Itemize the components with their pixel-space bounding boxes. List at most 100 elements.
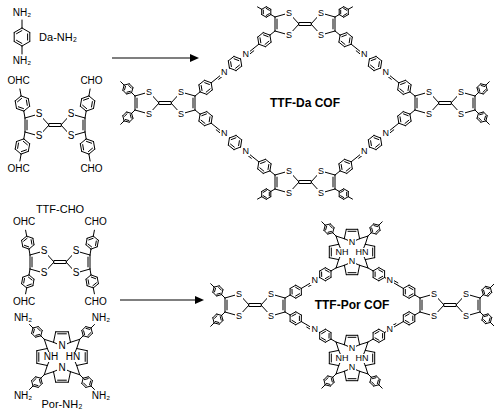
bond bbox=[121, 121, 124, 124]
bond bbox=[348, 337, 356, 338]
bond bbox=[80, 106, 86, 111]
bond bbox=[401, 83, 406, 85]
bond bbox=[331, 248, 332, 256]
bond bbox=[370, 141, 372, 146]
bond bbox=[33, 329, 34, 333]
bond bbox=[473, 98, 474, 108]
bond bbox=[85, 118, 86, 132]
bond bbox=[349, 38, 351, 43]
bond bbox=[83, 336, 88, 337]
bond bbox=[87, 141, 92, 143]
bond bbox=[261, 191, 262, 196]
bond bbox=[403, 288, 404, 295]
bond bbox=[227, 300, 228, 310]
bond bbox=[34, 385, 38, 386]
bond bbox=[87, 236, 93, 238]
bond bbox=[86, 328, 90, 329]
bond bbox=[398, 322, 403, 325]
bond bbox=[82, 378, 83, 383]
bond bbox=[420, 298, 421, 312]
bond bbox=[319, 333, 320, 340]
bond bbox=[130, 115, 132, 119]
bond bbox=[336, 236, 339, 244]
atom-label: S bbox=[457, 110, 465, 119]
bond bbox=[236, 135, 242, 140]
atom-label: N bbox=[348, 344, 357, 353]
bond bbox=[358, 265, 360, 274]
atom-label: N bbox=[310, 325, 319, 334]
bond bbox=[17, 40, 22, 43]
atom-label: S bbox=[317, 167, 325, 176]
bond bbox=[346, 229, 357, 230]
bond bbox=[371, 228, 373, 232]
bond bbox=[415, 295, 420, 298]
bond bbox=[82, 327, 86, 331]
atom-label: S bbox=[40, 246, 49, 256]
bond bbox=[329, 258, 338, 260]
bond bbox=[340, 171, 347, 174]
bond bbox=[82, 145, 84, 150]
bond bbox=[270, 171, 275, 175]
atom-label: HN bbox=[65, 352, 81, 362]
bond bbox=[381, 138, 382, 145]
bond bbox=[415, 312, 420, 315]
atom-label: S bbox=[457, 88, 465, 97]
bond bbox=[54, 372, 56, 383]
bond bbox=[207, 112, 213, 117]
bond bbox=[324, 376, 328, 380]
atom-label: N bbox=[360, 50, 369, 59]
bond bbox=[486, 288, 489, 289]
bond bbox=[348, 378, 356, 379]
bond bbox=[292, 314, 296, 316]
bond bbox=[195, 96, 196, 110]
bond bbox=[125, 114, 128, 117]
bond bbox=[336, 366, 339, 374]
bond bbox=[90, 249, 91, 255]
bond bbox=[299, 180, 311, 181]
bond bbox=[333, 228, 334, 233]
bond bbox=[335, 17, 336, 31]
atom-label: N bbox=[220, 129, 229, 138]
bond bbox=[18, 98, 22, 101]
bond bbox=[199, 85, 200, 92]
atom-label: NH₂ bbox=[12, 56, 32, 66]
bond bbox=[330, 224, 334, 228]
atom-label: NH bbox=[335, 248, 350, 257]
bond bbox=[480, 113, 484, 115]
bond bbox=[301, 285, 306, 288]
bond bbox=[211, 83, 212, 90]
bond bbox=[77, 339, 80, 348]
bond bbox=[89, 333, 93, 337]
bond bbox=[365, 260, 368, 268]
bond bbox=[351, 162, 352, 169]
bond bbox=[124, 121, 129, 122]
bond bbox=[374, 352, 375, 363]
bond bbox=[270, 164, 271, 171]
bond bbox=[93, 288, 94, 294]
bond bbox=[477, 88, 478, 93]
bond bbox=[483, 290, 485, 293]
bond bbox=[258, 162, 259, 169]
bond bbox=[482, 320, 486, 324]
bond bbox=[211, 123, 216, 127]
bond bbox=[14, 33, 15, 42]
bond bbox=[80, 139, 86, 144]
bond bbox=[58, 380, 67, 381]
bond bbox=[292, 320, 296, 322]
bond bbox=[296, 322, 302, 325]
bond bbox=[478, 93, 483, 94]
bond bbox=[299, 22, 311, 23]
bond bbox=[490, 322, 493, 325]
bond bbox=[217, 295, 222, 296]
bond bbox=[371, 376, 376, 377]
bond bbox=[490, 318, 491, 323]
bond bbox=[14, 42, 22, 47]
bond bbox=[490, 284, 493, 287]
atom-label: S bbox=[35, 131, 44, 141]
bond bbox=[124, 84, 129, 85]
bond bbox=[422, 300, 423, 310]
bond bbox=[358, 335, 360, 344]
bond bbox=[32, 328, 33, 333]
bond bbox=[199, 114, 200, 121]
atom-label: NH₂ bbox=[91, 391, 111, 401]
